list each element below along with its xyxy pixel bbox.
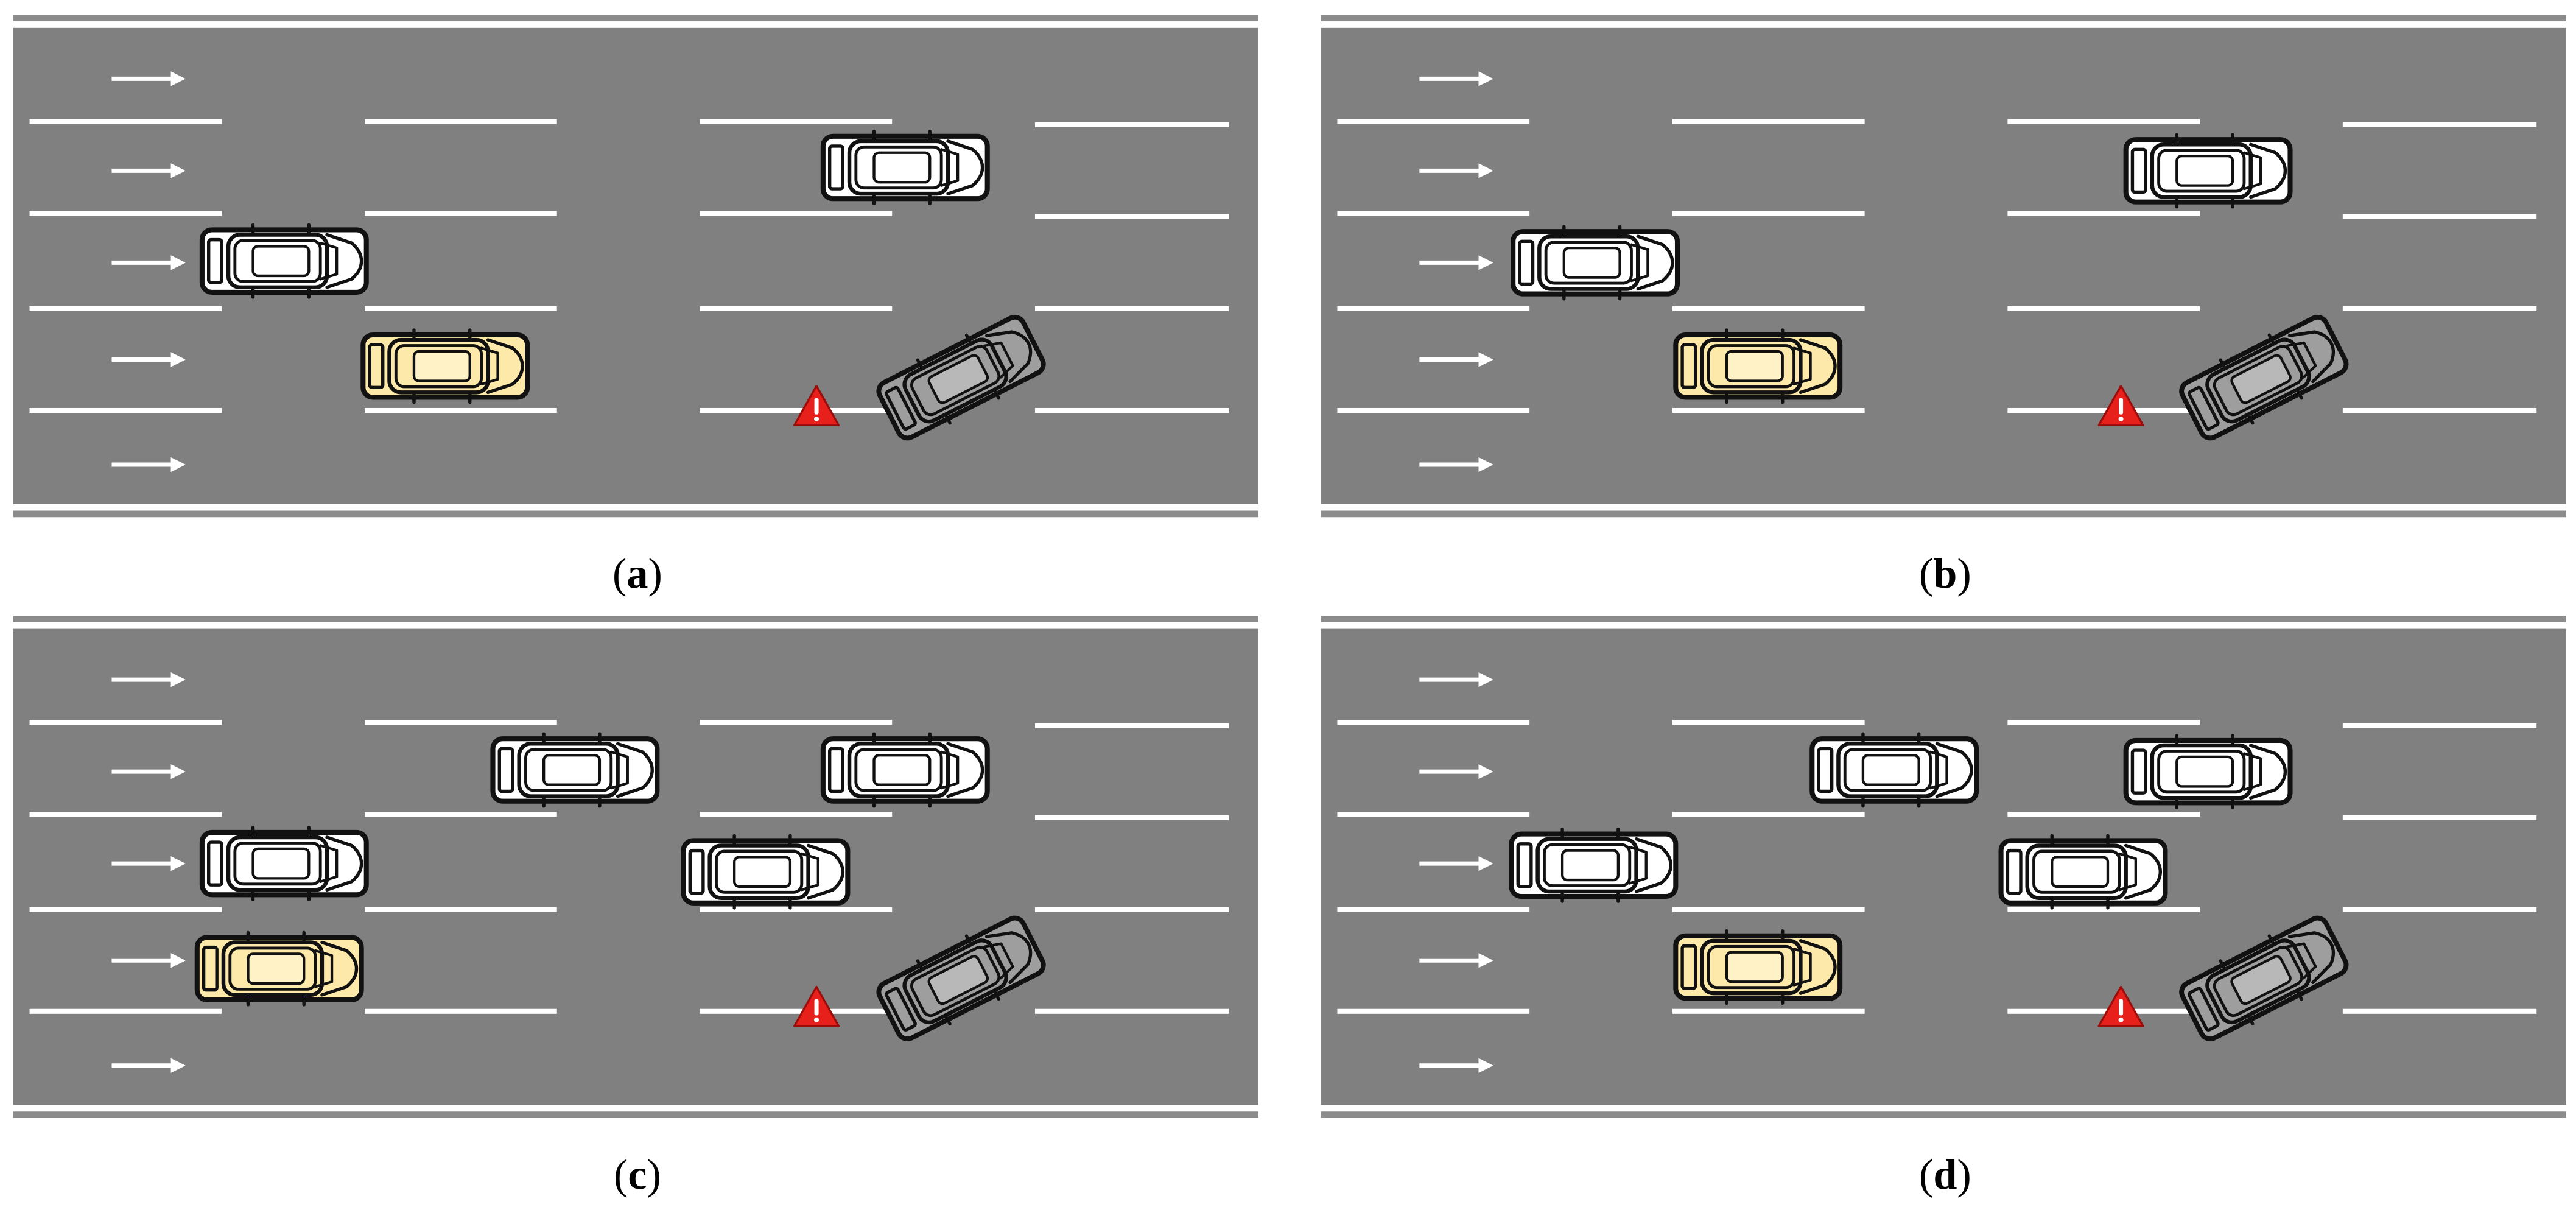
caption-paren: (	[614, 1152, 628, 1198]
caption-paren: )	[648, 550, 662, 597]
panel-b: (b)	[1321, 15, 2566, 597]
yellow-car-icon	[363, 330, 527, 403]
panel-caption-a: (a)	[612, 550, 662, 597]
white-car-icon	[684, 835, 848, 908]
caption-paren: (	[1919, 1152, 1933, 1198]
white-car-icon	[202, 828, 367, 900]
white-car-icon	[493, 734, 658, 806]
white-car-icon	[1513, 227, 1677, 299]
yellow-car-icon	[1676, 931, 1840, 1004]
road	[1321, 616, 2566, 1118]
caption-paren: )	[1957, 1152, 1971, 1198]
white-car-icon	[1511, 829, 1676, 902]
white-car-icon	[823, 132, 988, 204]
caption-letter: d	[1933, 1152, 1957, 1198]
caption-letter: b	[1933, 550, 1957, 597]
panel-caption-b: (b)	[1919, 550, 1971, 597]
white-car-icon	[823, 734, 988, 806]
caption-paren: )	[647, 1152, 661, 1198]
caption-paren: (	[1919, 550, 1933, 597]
white-car-icon	[2126, 736, 2290, 808]
white-car-icon	[2126, 135, 2290, 207]
panel-caption-d: (d)	[1919, 1152, 1971, 1198]
caption-paren: (	[612, 550, 626, 597]
panel-caption-c: (c)	[614, 1152, 661, 1198]
road	[1321, 15, 2566, 517]
panel-a: (a)	[13, 15, 1258, 597]
yellow-car-icon	[1676, 330, 1840, 403]
white-car-icon	[202, 225, 367, 297]
caption-letter: c	[628, 1152, 647, 1198]
caption-letter: a	[626, 550, 648, 597]
yellow-car-icon	[197, 932, 362, 1005]
caption-paren: )	[1957, 550, 1971, 597]
panel-d: (d)	[1321, 616, 2566, 1198]
white-car-icon	[2001, 835, 2166, 908]
white-car-icon	[1812, 734, 1976, 806]
panel-c: (c)	[13, 616, 1258, 1198]
